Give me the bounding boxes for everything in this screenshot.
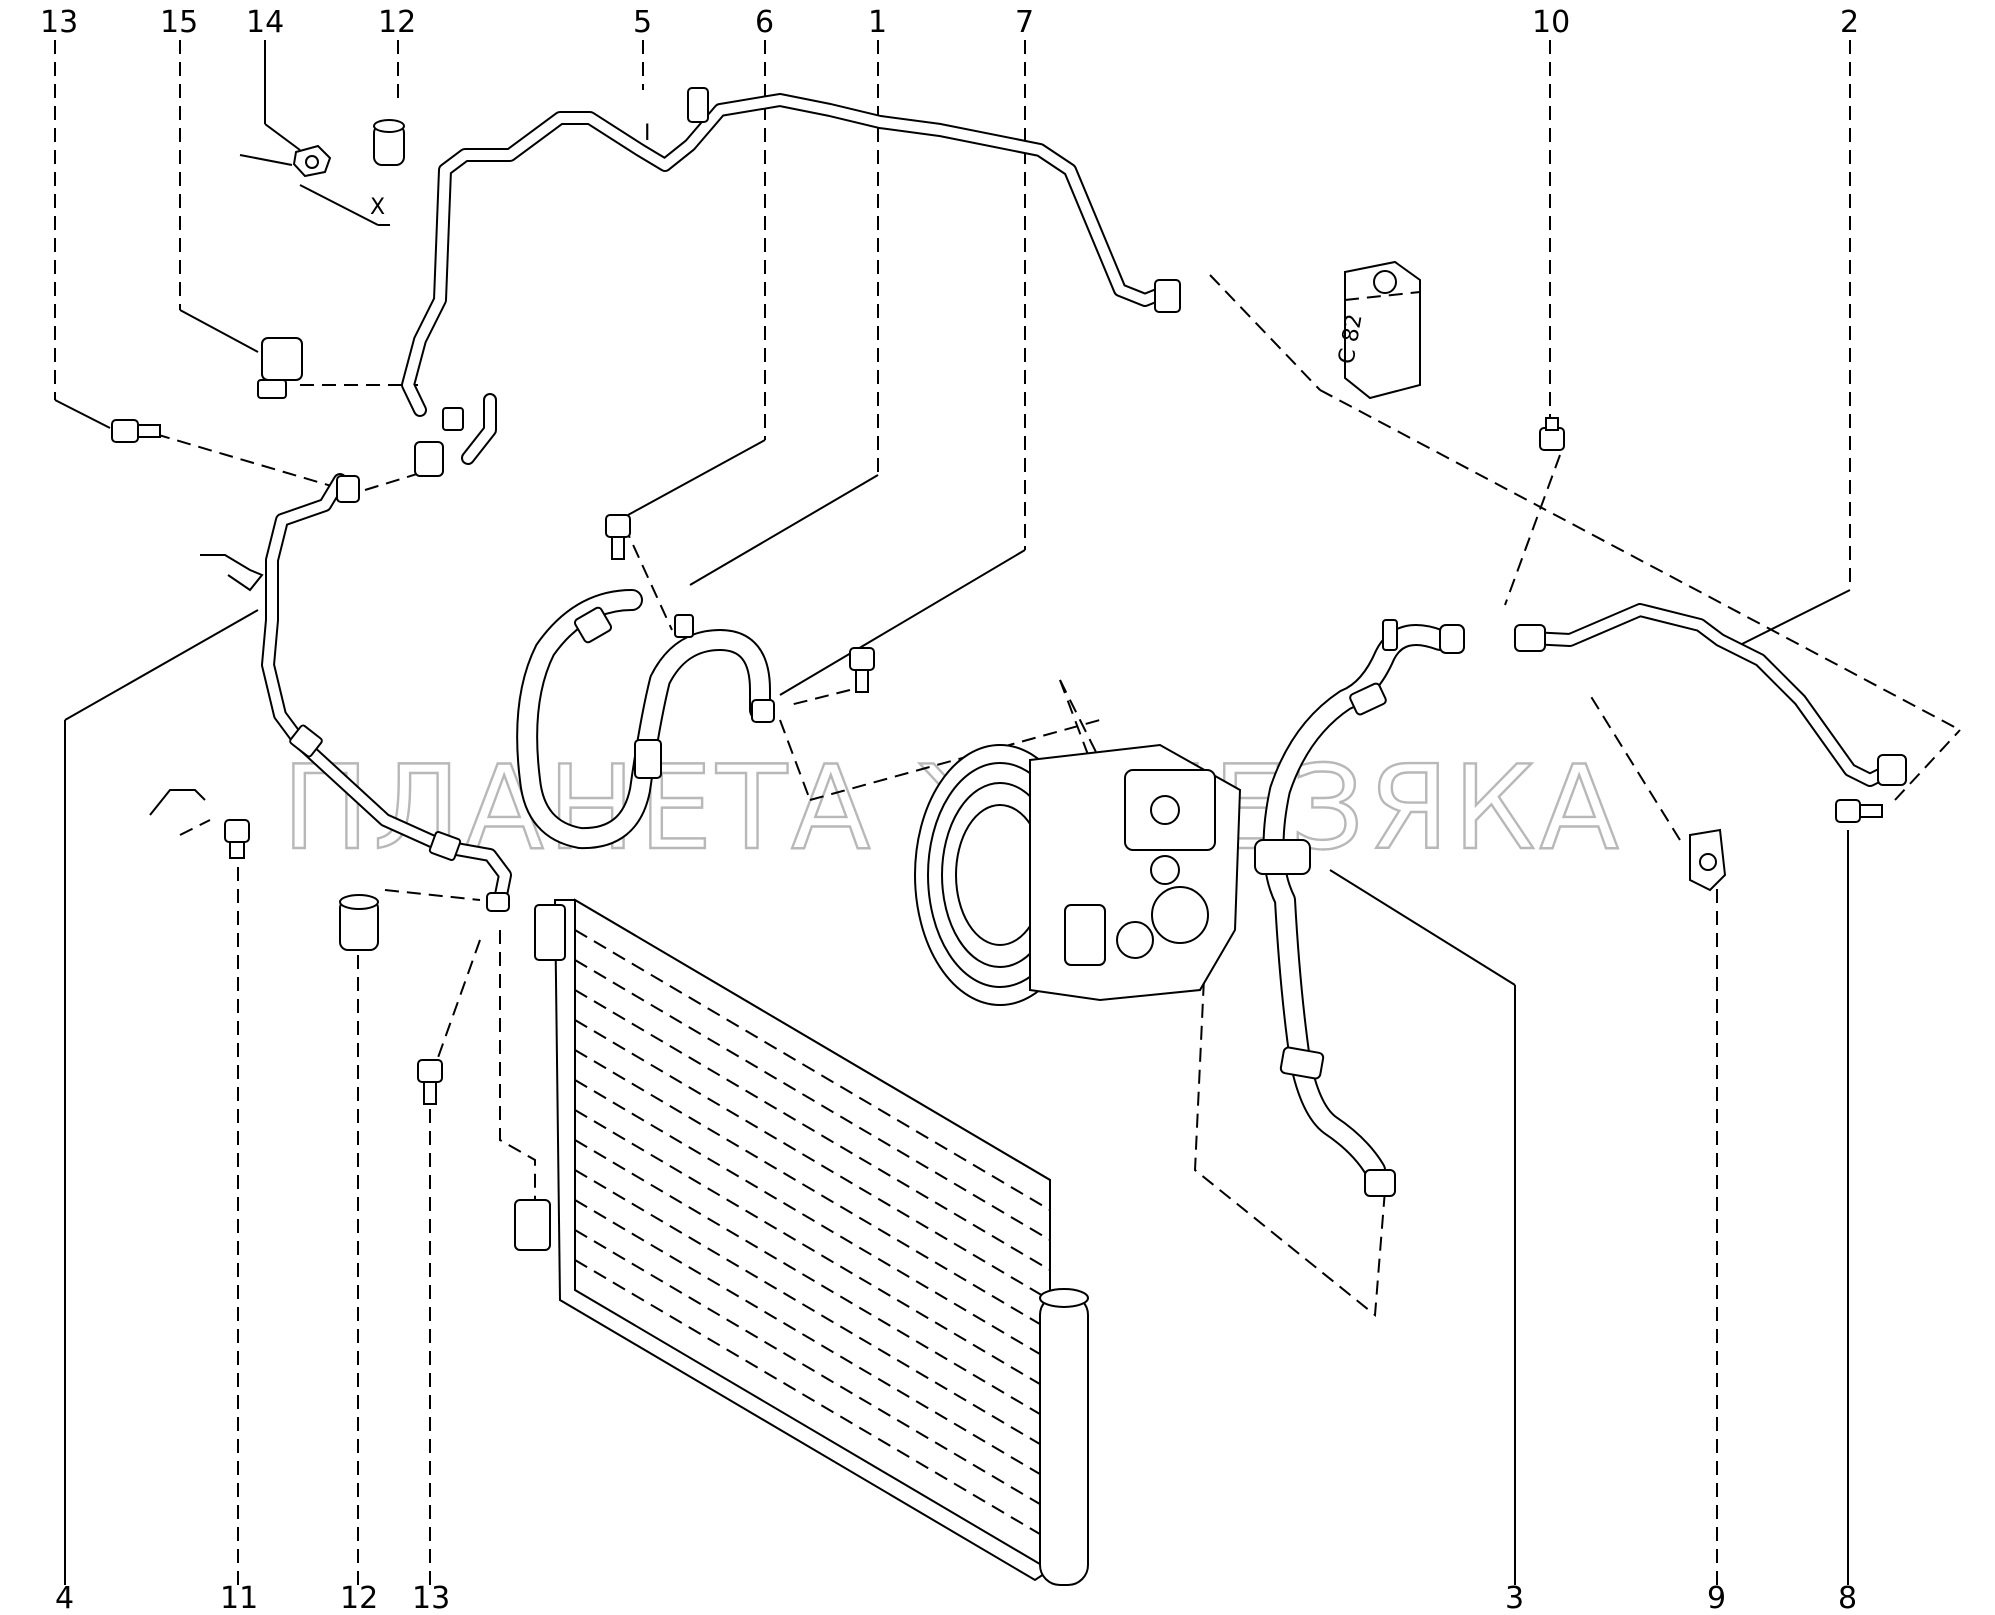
callout-1-top: 1 bbox=[868, 5, 887, 40]
fasteners: X I bbox=[111, 119, 1883, 1105]
compressor bbox=[914, 743, 1242, 1006]
expansion-valve: C 82 bbox=[1334, 260, 1421, 400]
callout-7-top: 7 bbox=[1015, 5, 1034, 40]
callout-10-top: 10 bbox=[1532, 5, 1570, 40]
callout-9-bottom: 9 bbox=[1707, 1581, 1726, 1615]
hose-1 bbox=[516, 589, 775, 850]
grommet-12-top bbox=[373, 119, 405, 166]
callout-13-bottom: 13 bbox=[412, 1581, 450, 1615]
grommet-12-bottom bbox=[339, 894, 379, 951]
pipe-2 bbox=[1514, 603, 1907, 787]
callout-15-top: 15 bbox=[160, 5, 198, 40]
nut-14: X bbox=[239, 144, 390, 226]
condenser bbox=[514, 898, 1089, 1586]
clip-9 bbox=[1689, 828, 1727, 892]
bolt-8 bbox=[1835, 799, 1883, 823]
bolt-13-bottom bbox=[417, 1059, 443, 1105]
callout-8-bottom: 8 bbox=[1838, 1581, 1857, 1615]
x-mark: X bbox=[370, 195, 385, 220]
pressure-switch-15 bbox=[257, 337, 303, 399]
callout-14-top: 14 bbox=[246, 5, 284, 40]
callout-4-bottom: 4 bbox=[55, 1581, 74, 1615]
callout-12-bottom: 12 bbox=[340, 1581, 378, 1615]
callouts-top: 13 15 14 12 5 6 1 7 10 2 bbox=[40, 5, 1859, 40]
hose-3 bbox=[1254, 619, 1465, 1197]
callout-13-top: 13 bbox=[40, 5, 78, 40]
callout-12-top: 12 bbox=[378, 5, 416, 40]
callout-11-bottom: 11 bbox=[220, 1581, 258, 1615]
callout-3-bottom: 3 bbox=[1505, 1581, 1524, 1615]
upper-pipe bbox=[401, 87, 1181, 477]
bolt-7 bbox=[849, 647, 875, 693]
callout-2-top: 2 bbox=[1840, 5, 1859, 40]
i-mark: I bbox=[644, 121, 651, 146]
bolt-10 bbox=[1539, 417, 1565, 451]
bolt-13-top bbox=[111, 419, 161, 443]
callouts-bottom: 4 11 12 13 3 9 8 bbox=[55, 1581, 1857, 1615]
callout-6-top: 6 bbox=[755, 5, 774, 40]
condenser-fins bbox=[574, 929, 1051, 1541]
callout-5-top: 5 bbox=[633, 5, 652, 40]
bolt-6 bbox=[605, 514, 631, 560]
leader-lines bbox=[54, 40, 1851, 1585]
pipe-4 bbox=[200, 473, 512, 912]
bracket-11 bbox=[149, 789, 250, 859]
